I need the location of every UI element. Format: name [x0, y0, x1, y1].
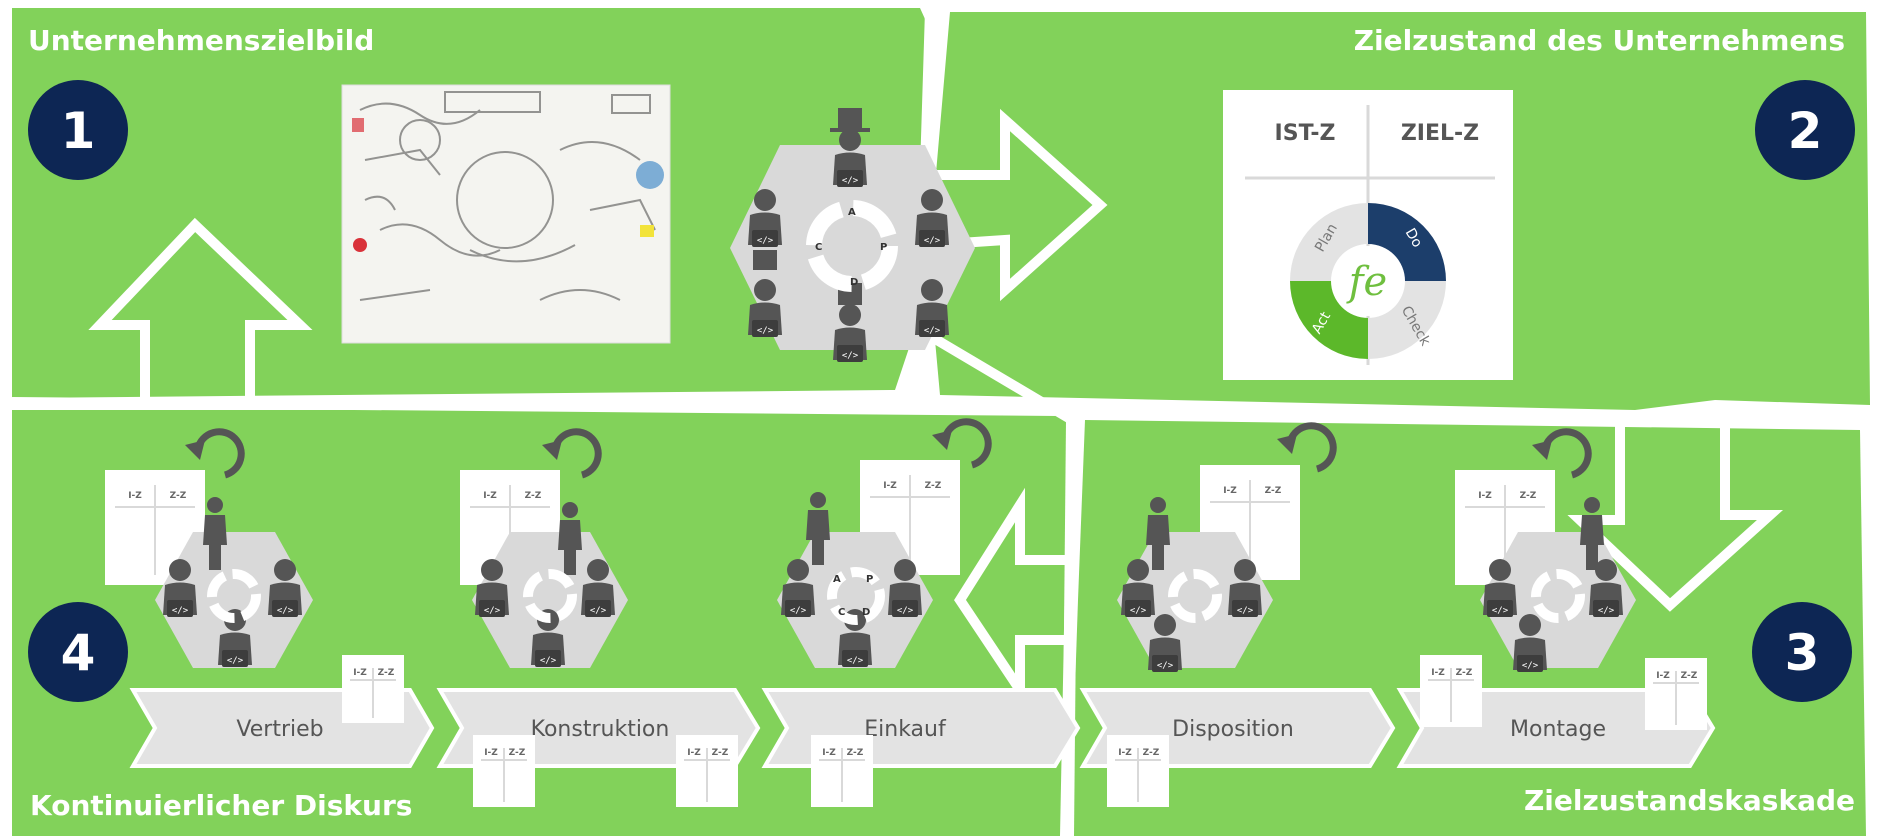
svg-text:Vertrieb: Vertrieb — [236, 717, 323, 742]
pdca-donut: fe Plan Do Check Act — [1290, 203, 1446, 359]
sketchnote-image — [341, 84, 671, 344]
svg-text:P: P — [880, 242, 887, 253]
team-unit-3: I-Z Z-Z A P D C — [777, 418, 992, 668]
svg-text:I-Z: I-Z — [1118, 748, 1132, 758]
svg-text:Z-Z: Z-Z — [378, 668, 395, 678]
title-zielzustand: Zielzustand des Unternehmens — [1354, 24, 1845, 57]
svg-text:I-Z: I-Z — [483, 491, 497, 501]
svg-text:Disposition: Disposition — [1172, 717, 1294, 742]
svg-text:Einkauf: Einkauf — [864, 717, 947, 742]
team-unit-2: I-Z Z-Z — [460, 428, 628, 668]
svg-text:I-Z: I-Z — [883, 481, 897, 491]
team-unit-4: I-Z Z-Z — [1117, 422, 1337, 672]
svg-text:I-Z: I-Z — [1431, 668, 1445, 678]
svg-text:I-Z: I-Z — [822, 748, 836, 758]
arrow-right — [929, 108, 1108, 302]
target-state-document: IST-Z ZIEL-Z fe Plan Do Check Act — [1223, 90, 1513, 380]
chain-doc-g: I-Z Z-Z — [1645, 658, 1707, 730]
svg-text:fe: fe — [1346, 259, 1387, 305]
svg-text:Z-Z: Z-Z — [525, 491, 542, 501]
svg-text:Z-Z: Z-Z — [1456, 668, 1473, 678]
svg-text:C: C — [815, 242, 822, 253]
title-unternehmenszielbild: Unternehmenszielbild — [28, 24, 374, 57]
svg-text:I-Z: I-Z — [128, 491, 142, 501]
chain-doc-a: I-Z Z-Z — [342, 655, 404, 723]
chain-doc-e: I-Z Z-Z — [1107, 735, 1169, 807]
svg-text:Z-Z: Z-Z — [509, 748, 526, 758]
svg-text:Z-Z: Z-Z — [1143, 748, 1160, 758]
chain-doc-b: I-Z Z-Z — [473, 735, 535, 807]
svg-text:1: 1 — [61, 102, 96, 160]
svg-text:Z-Z: Z-Z — [712, 748, 729, 758]
vertical-divider — [1062, 419, 1078, 836]
svg-text:D: D — [862, 607, 870, 618]
svg-text:P: P — [866, 574, 873, 585]
refresh-icon-4 — [1286, 422, 1337, 473]
svg-text:Konstruktion: Konstruktion — [531, 717, 670, 742]
badge-4: 4 — [28, 602, 128, 702]
badge-3: 3 — [1752, 602, 1852, 702]
svg-text:I-Z: I-Z — [484, 748, 498, 758]
svg-text:ZIEL-Z: ZIEL-Z — [1401, 121, 1479, 146]
svg-text:Z-Z: Z-Z — [847, 748, 864, 758]
title-zielzustandskaskade: Zielzustandskaskade — [1524, 784, 1855, 817]
svg-text:Z-Z: Z-Z — [925, 481, 942, 491]
pdca-cycle-3: A P D C — [827, 567, 885, 625]
arrow-down — [1567, 415, 1784, 612]
svg-text:Z-Z: Z-Z — [1681, 671, 1698, 681]
arrow-left — [954, 487, 1075, 707]
chain-doc-d: I-Z Z-Z — [811, 735, 873, 807]
svg-text:2: 2 — [1788, 102, 1823, 160]
svg-text:A: A — [848, 207, 856, 218]
svg-text:I-Z: I-Z — [1656, 671, 1670, 681]
svg-text:3: 3 — [1785, 624, 1820, 682]
title-kontinuierlicher-diskurs: Kontinuierlicher Diskurs — [30, 789, 412, 822]
arrow-up — [88, 217, 313, 405]
svg-text:IST-Z: IST-Z — [1275, 121, 1336, 146]
badge-2: 2 — [1755, 80, 1855, 180]
pdca-cycle-main: A P D C — [806, 200, 898, 292]
team-unit-1: I-Z Z-Z — [105, 428, 313, 668]
svg-text:Montage: Montage — [1510, 717, 1606, 742]
chain-doc-c: I-Z Z-Z — [676, 735, 738, 807]
svg-text:Z-Z: Z-Z — [1520, 491, 1537, 501]
svg-text:I-Z: I-Z — [1478, 491, 1492, 501]
svg-text:A: A — [833, 574, 841, 585]
svg-text:Z-Z: Z-Z — [170, 491, 187, 501]
svg-text:C: C — [838, 607, 845, 618]
svg-text:4: 4 — [61, 624, 96, 682]
refresh-icon-5 — [1541, 428, 1592, 479]
team-hexagon-main: A P D C — [730, 108, 975, 362]
refresh-icon-3 — [941, 418, 992, 469]
svg-text:Z-Z: Z-Z — [1265, 486, 1282, 496]
badge-1: 1 — [28, 80, 128, 180]
team-unit-5: I-Z Z-Z — [1455, 428, 1636, 672]
refresh-icon-1 — [194, 428, 245, 479]
svg-text:D: D — [850, 277, 858, 288]
svg-text:I-Z: I-Z — [687, 748, 701, 758]
svg-text:I-Z: I-Z — [1223, 486, 1237, 496]
svg-text:I-Z: I-Z — [353, 668, 367, 678]
refresh-icon-2 — [551, 428, 602, 479]
chain-doc-f: I-Z Z-Z — [1420, 655, 1482, 727]
